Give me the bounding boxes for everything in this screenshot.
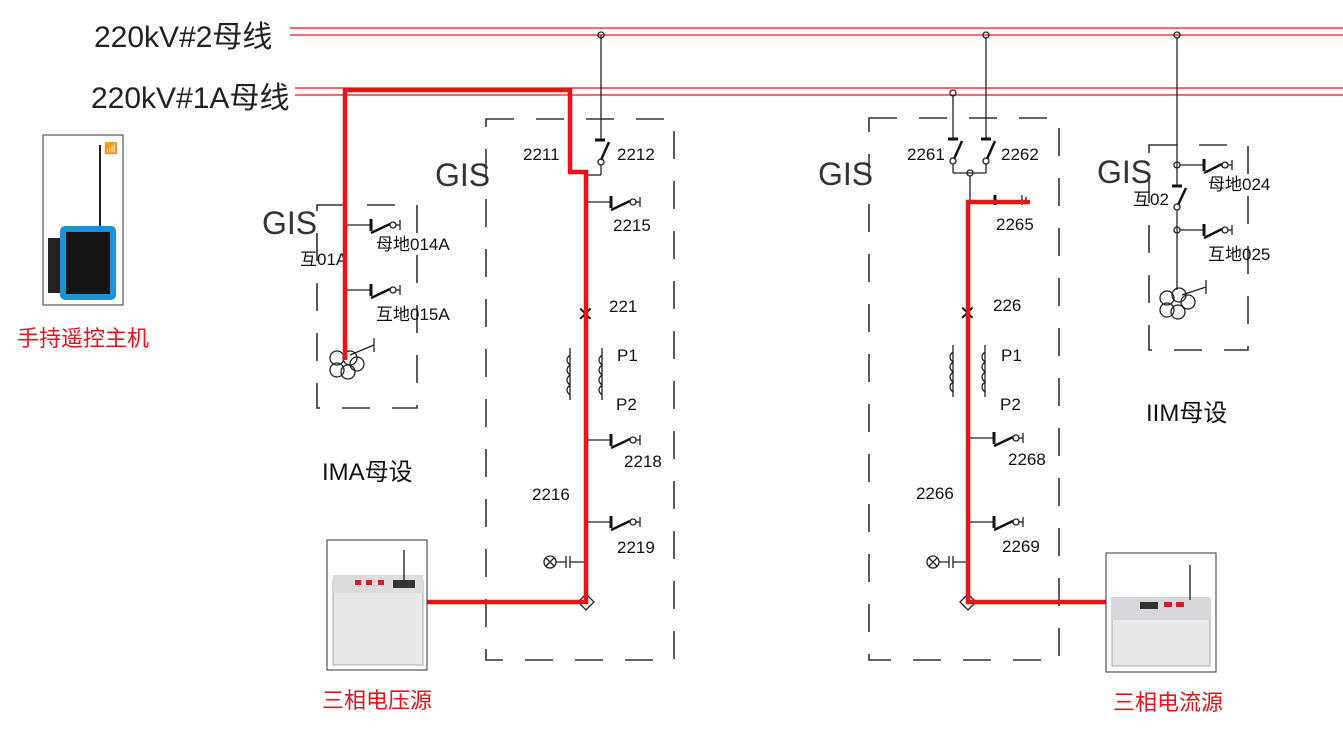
earth-switch-2218[interactable] — [586, 434, 641, 450]
label-024: 母地024 — [1208, 175, 1270, 194]
gis-box-pt-left — [316, 204, 418, 409]
label-025: 互地025 — [1208, 245, 1270, 264]
earth-switch-014a[interactable] — [345, 219, 401, 235]
indicator-lamp-icon — [926, 555, 968, 569]
earth-switch-2215[interactable] — [586, 196, 641, 212]
handheld-remote-host[interactable]: 📶 — [42, 134, 124, 306]
gis-box-bay-226 — [868, 117, 1060, 661]
label-2211: 2211 — [523, 145, 560, 164]
label-p2: P2 — [1000, 395, 1021, 414]
label-02: 互02 — [1133, 190, 1169, 209]
label-2266: 2266 — [916, 484, 954, 503]
gis-label: GIS — [1097, 154, 1152, 190]
voltage-transformer-icon — [329, 338, 375, 380]
gis-label: GIS — [435, 157, 490, 193]
gis-label: GIS — [818, 156, 873, 192]
label-p2: P2 — [616, 395, 637, 414]
bus1a-label: 220kV#1A母线 — [91, 82, 289, 115]
handheld-label: 手持遥控主机 — [17, 326, 149, 351]
gis-box-bay-221 — [485, 118, 675, 661]
cable-terminal-icon — [577, 593, 595, 611]
wireless-icon: 📶 — [104, 142, 118, 155]
label-2216: 2216 — [532, 485, 570, 504]
label-p1: P1 — [1001, 346, 1022, 365]
earth-switch-2219[interactable] — [586, 516, 641, 532]
label-2218: 2218 — [624, 452, 662, 471]
label-2261: 2261 — [907, 145, 945, 164]
cable-terminal-icon — [959, 593, 977, 611]
bus2-label: 220kV#2母线 — [94, 21, 272, 54]
label-2262: 2262 — [1001, 145, 1039, 164]
earth-switch-2268[interactable] — [968, 432, 1024, 448]
gis-box-pt-right — [1148, 144, 1249, 351]
three-phase-current-source[interactable] — [1105, 552, 1217, 673]
disconnector-2212[interactable] — [586, 31, 611, 176]
indicator-lamp-icon — [543, 555, 586, 569]
bus-220kv-2[interactable] — [290, 27, 1343, 36]
label-p1: P1 — [617, 346, 638, 365]
current-source-label: 三相电流源 — [1113, 690, 1223, 715]
three-phase-voltage-source[interactable] — [326, 539, 428, 671]
voltage-source-label: 三相电压源 — [322, 688, 432, 713]
earth-switch-2269[interactable] — [968, 516, 1024, 532]
iim-title: IIM母设 — [1146, 400, 1227, 427]
label-01a: 互01A — [300, 250, 348, 269]
label-2212: 2212 — [617, 145, 655, 164]
voltage-injection-path — [342, 87, 589, 605]
gis-label: GIS — [262, 205, 317, 241]
label-014a: 母地014A — [376, 235, 450, 254]
label-015a: 互地015A — [376, 305, 450, 324]
pt-right-circuit[interactable] — [1172, 31, 1233, 290]
disconnector-2261[interactable] — [948, 89, 964, 173]
label-226: 226 — [993, 296, 1021, 315]
label-2215: 2215 — [613, 216, 651, 235]
label-2269: 2269 — [1002, 537, 1040, 556]
voltage-transformer-icon — [1159, 280, 1207, 320]
current-injection-path — [965, 199, 1110, 605]
label-221: 221 — [609, 297, 637, 316]
disconnector-2262[interactable] — [953, 31, 997, 200]
earth-switch-015a[interactable] — [345, 284, 401, 300]
label-2265: 2265 — [996, 215, 1034, 234]
label-2268: 2268 — [1008, 450, 1046, 469]
label-2219: 2219 — [617, 538, 655, 557]
ima-title: IMA母设 — [322, 459, 413, 486]
